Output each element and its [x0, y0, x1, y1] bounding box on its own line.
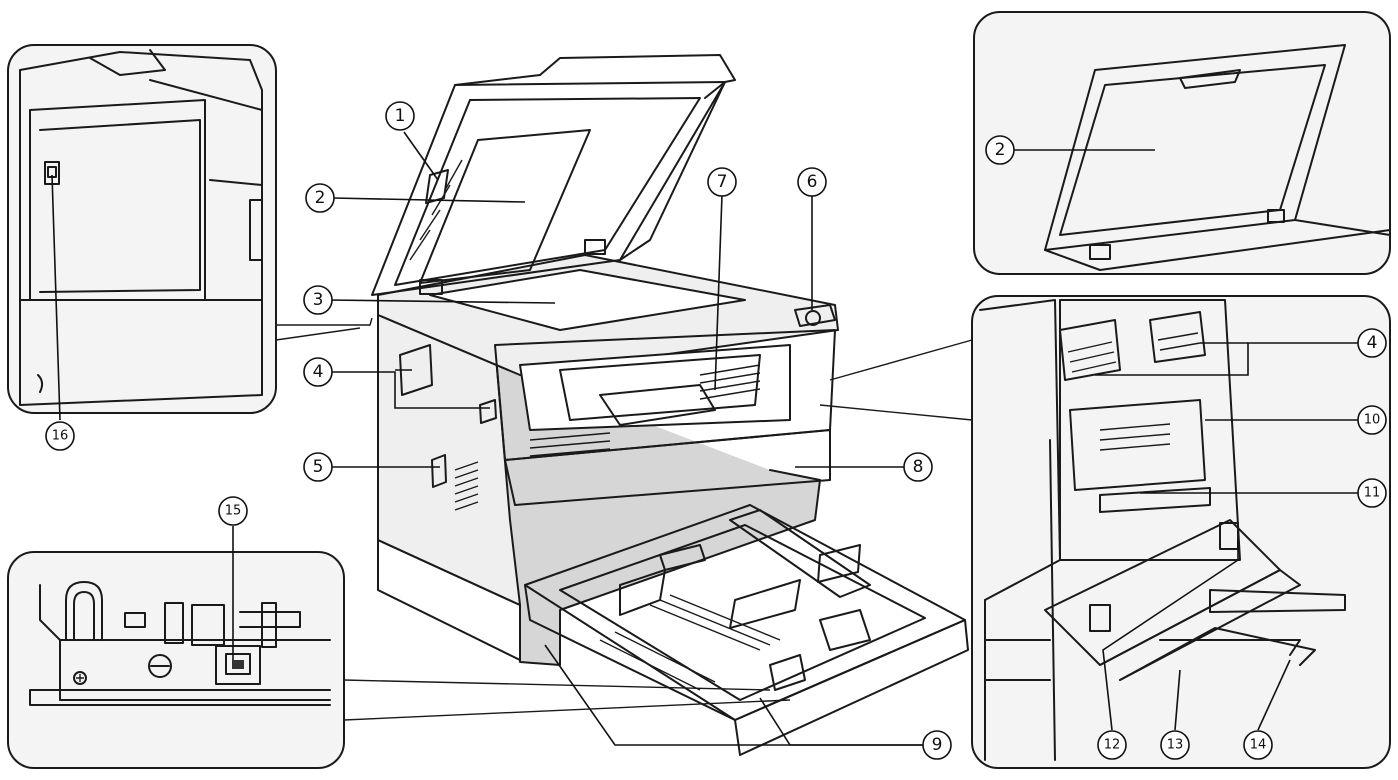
callout-11-label: 11 [1364, 486, 1381, 501]
callout-2-inset: 2 [985, 135, 1015, 165]
callout-9: 9 [922, 730, 952, 760]
breaker-switch [215, 645, 261, 685]
callout-12-label: 12 [1104, 738, 1121, 753]
callout-6: 6 [797, 167, 827, 197]
callout-14: 14 [1243, 730, 1273, 760]
callout-16: 16 [45, 421, 75, 451]
callout-9-label: 9 [932, 735, 943, 755]
phillips-screw-icon [73, 671, 87, 685]
copier-main-body [371, 54, 839, 666]
inset-top-right-glass-cover [973, 11, 1391, 275]
callout-16-label: 16 [52, 429, 69, 444]
inset-top-left-side-connector [7, 44, 277, 414]
callout-3: 3 [303, 285, 333, 315]
callout-6-label: 6 [807, 172, 818, 192]
callout-11: 11 [1357, 478, 1387, 508]
callout-10: 10 [1357, 405, 1387, 435]
callout-1: 1 [385, 101, 415, 131]
callout-2-inset-label: 2 [995, 140, 1006, 160]
callout-7-label: 7 [717, 172, 728, 192]
callout-3-label: 3 [313, 290, 324, 310]
leader-lines [51, 131, 1359, 746]
callout-4: 4 [303, 357, 333, 387]
callout-5-label: 5 [313, 457, 324, 477]
callout-12: 12 [1097, 730, 1127, 760]
inset-bottom-right-bypass-tray [971, 295, 1391, 769]
callout-1-label: 1 [395, 106, 406, 126]
callout-2: 2 [305, 183, 335, 213]
callout-13: 13 [1160, 730, 1190, 760]
callout-4-inset-label: 4 [1367, 333, 1378, 353]
inset-bottom-left-breaker [7, 551, 345, 769]
callout-8-label: 8 [913, 457, 924, 477]
callout-10-label: 10 [1364, 413, 1381, 428]
callout-15: 15 [218, 496, 248, 526]
callout-2-label: 2 [315, 188, 326, 208]
callout-14-label: 14 [1250, 738, 1267, 753]
callout-4-label: 4 [313, 362, 324, 382]
callout-8: 8 [903, 452, 933, 482]
callout-5: 5 [303, 452, 333, 482]
callout-13-label: 13 [1167, 738, 1184, 753]
callout-15-label: 15 [225, 504, 242, 519]
paper-tray [524, 504, 969, 756]
callout-4-inset: 4 [1357, 328, 1387, 358]
callout-7: 7 [707, 167, 737, 197]
